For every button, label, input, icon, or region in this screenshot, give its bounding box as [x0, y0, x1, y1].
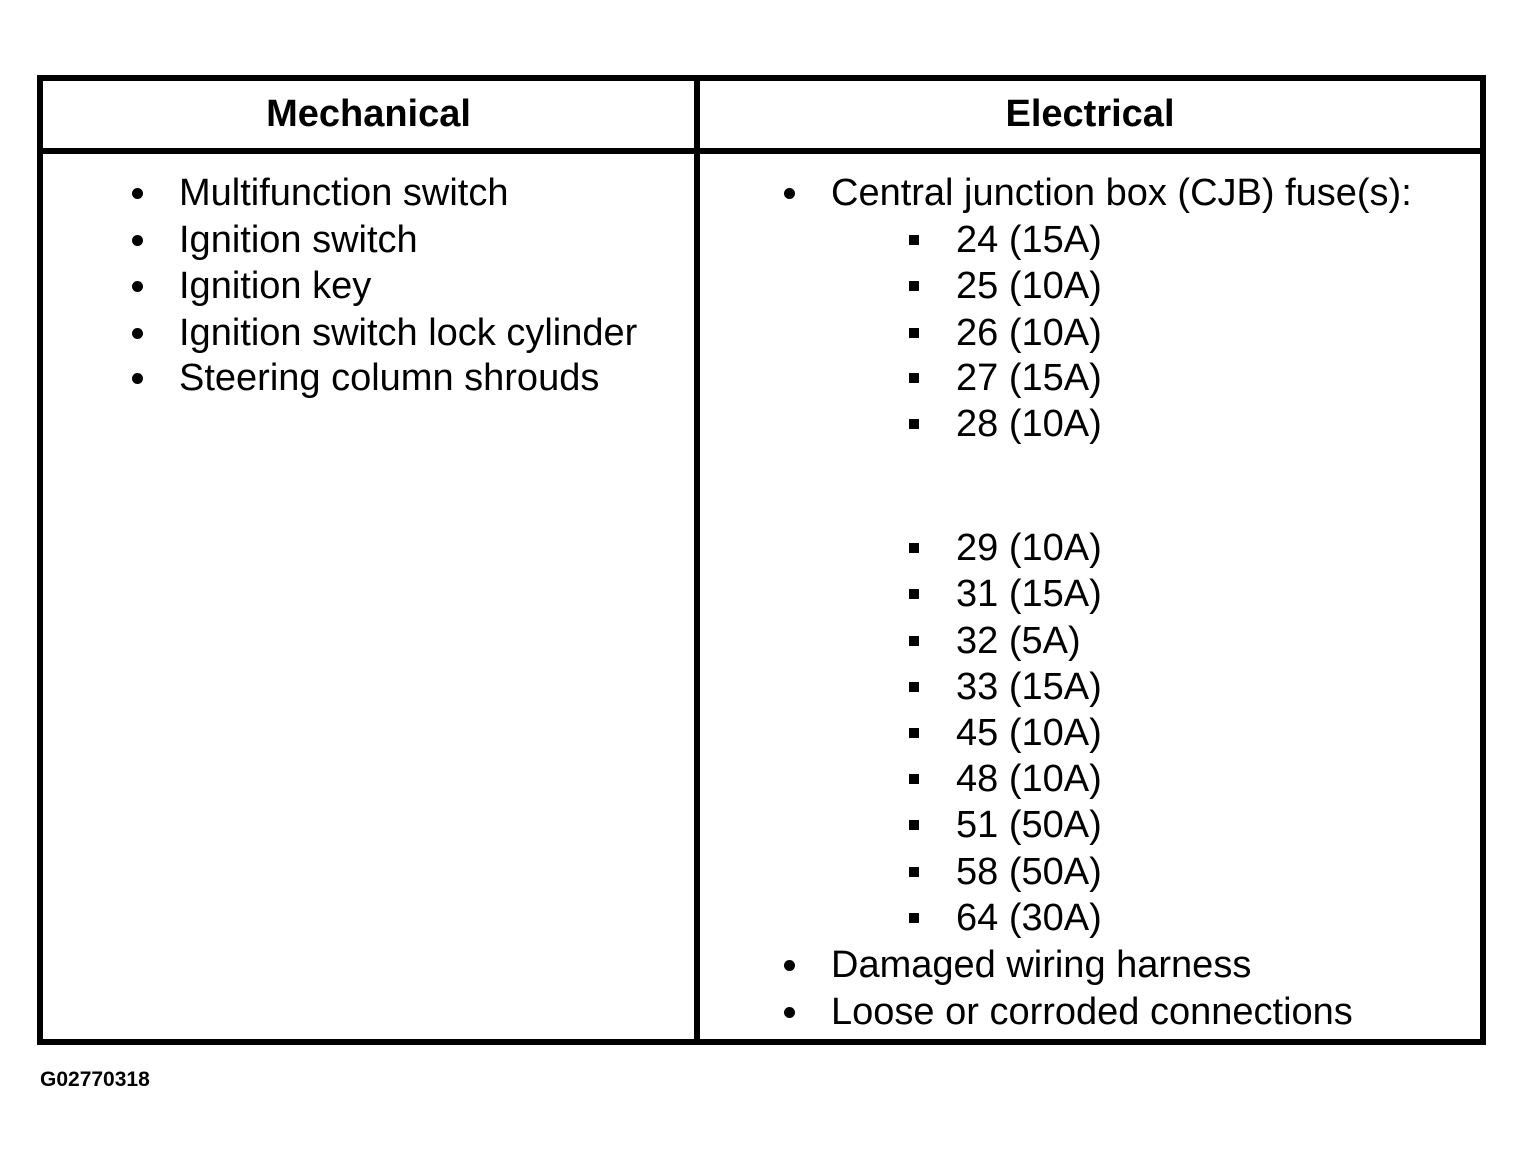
square-bullet-icon [909, 281, 919, 291]
square-bullet-icon [909, 419, 919, 429]
bullet-icon [132, 281, 143, 292]
square-bullet-icon [909, 867, 919, 877]
symptom-table: Mechanical Electrical Multifunction swit… [37, 75, 1486, 1045]
header-mechanical: Mechanical [266, 93, 471, 135]
figure-code: G02770318 [40, 1068, 150, 1091]
bullet-icon [132, 188, 143, 199]
bullet-icon [132, 235, 143, 246]
header-electrical: Electrical [1005, 93, 1175, 135]
column-divider [694, 81, 700, 1039]
square-bullet-icon [909, 328, 919, 338]
bullet-icon [132, 373, 143, 384]
square-bullet-icon [909, 774, 919, 784]
square-bullet-icon [909, 913, 919, 923]
square-bullet-icon [909, 682, 919, 692]
bullet-icon [784, 188, 795, 199]
square-bullet-icon [909, 373, 919, 383]
square-bullet-icon [909, 589, 919, 599]
bullet-icon [784, 1007, 795, 1018]
bullet-icon [132, 328, 143, 339]
bullet-icon [784, 960, 795, 971]
square-bullet-icon [909, 636, 919, 646]
square-bullet-icon [909, 728, 919, 738]
header-divider [43, 148, 1480, 154]
square-bullet-icon [909, 235, 919, 245]
square-bullet-icon [909, 820, 919, 830]
square-bullet-icon [909, 543, 919, 553]
